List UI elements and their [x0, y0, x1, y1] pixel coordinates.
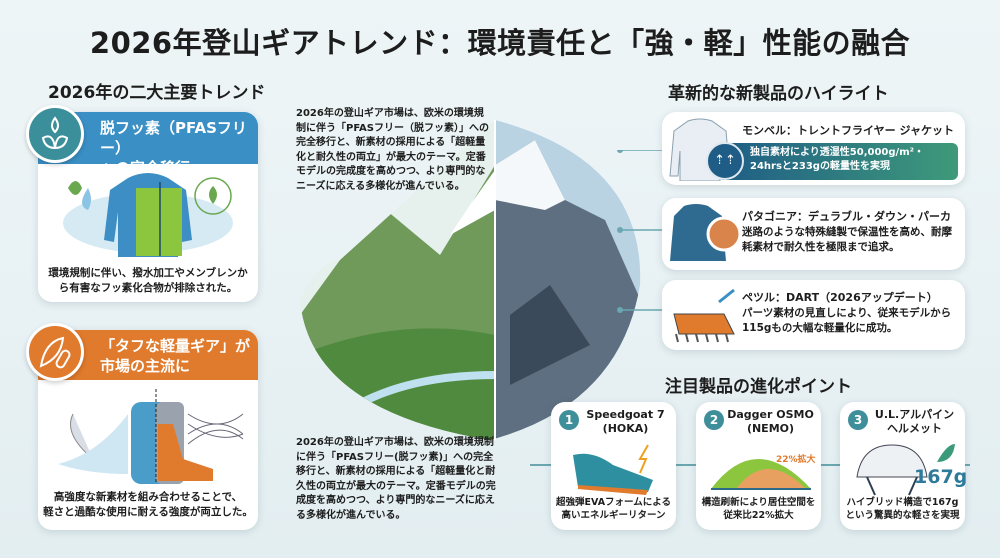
intro-paragraph-bottom: 2026年の登山ギア市場は、欧米の環境規制に伴う「PFASフリー(脱フッ素)」へ… — [296, 437, 496, 521]
trail-shoe-icon — [573, 444, 653, 495]
highlight-card-patagonia: パタゴニア：デュラブル・ダウン・パーカ 迷路のような特殊縫製で保温性を高め、耐摩… — [662, 198, 965, 270]
highlight-title: ペツル：DART（2026アップデート） — [742, 291, 938, 304]
point-title: U.L.アルパインヘルメット — [868, 408, 961, 436]
trend-caption: 高強度な新素材を組み合わせることで、 軽さと過酷な使用に耐える強度が両立した。 — [38, 490, 258, 520]
caption-line1: 環境規制に伴い、撥水加工やメンブレンか — [48, 267, 248, 279]
caption-line1: ハイブリッド構造で167g — [846, 497, 959, 508]
highlight-title: パタゴニア：デュラブル・ダウン・パーカ — [742, 210, 951, 223]
title-line1: Speedgoat 7 — [586, 408, 665, 421]
title-line1: U.L.アルパイン — [874, 408, 955, 421]
trend-title-line2: 市場の主流に — [100, 357, 191, 375]
point-card-helmet: 3 U.L.アルパインヘルメット 167g ハイブリッド構造で167g という驚異… — [840, 402, 968, 530]
trends-heading: 2026年の二大主要トレンド — [48, 83, 266, 103]
page-title: 2026年登山ギアトレンド：環境責任と「強・軽」性能の融合 — [89, 26, 911, 60]
points-heading: 注目製品の進化ポイント — [665, 377, 852, 397]
point-card-speedgoat: 1 Speedgoat 7(HOKA) 超強弾EVAフォームによる高いエネルギー… — [551, 402, 676, 530]
highlight-card-petzl: ペツル：DART（2026アップデート） パーツ素材の見直しにより、従来モデルか… — [662, 280, 965, 350]
green-jacket-illustration — [63, 173, 233, 257]
backpack-boot-illustration — [58, 389, 244, 484]
trend-title-line1: 「タフな軽量ギア」が — [100, 337, 251, 355]
trend-caption: 環境規制に伴い、撥水加工やメンブレンか ら有害なフッ素化合物が排除された。 — [38, 266, 258, 296]
point-card-dagger: 2 Dagger OSMO(NEMO) 22%拡大 構造刷新により居住空間を従来… — [696, 402, 821, 530]
highlight-text: パーツ素材の見直しにより、従来モデルから115gもの大幅な軽量化に成功。 — [742, 307, 952, 334]
intro-paragraph-top: 2026年の登山ギア市場は、欧米の環境規制に伴う「PFASフリー（脱フッ素）」へ… — [296, 108, 489, 192]
caption-line2: ら有害なフッ素化合物が排除された。 — [58, 282, 238, 294]
caption-line1: 構造刷新により居住空間を — [701, 497, 816, 508]
caption-line1: 超強弾EVAフォームによる — [556, 497, 671, 508]
point-number: 2 — [704, 410, 724, 430]
point-caption: 構造刷新により居住空間を従来比22%拡大 — [690, 496, 827, 522]
feather-carabiner-icon — [26, 323, 84, 381]
highlight-title: モンベル：トレントフライヤー ジャケット — [742, 124, 954, 137]
caption-line2: 従来比22%拡大 — [723, 510, 794, 521]
caption-line2: 高いエネルギーリターン — [561, 510, 666, 521]
title-line1: Dagger OSMO — [727, 408, 814, 421]
point-caption: ハイブリッド構造で167g という驚異的な軽さを実現 — [834, 496, 971, 522]
point-title: Speedgoat 7(HOKA) — [579, 408, 672, 436]
highlight-text: 迷路のような特殊縫製で保温性を高め、耐摩耗素材で耐久性を極限まで追求。 — [742, 226, 952, 253]
point-number: 1 — [559, 410, 579, 430]
highlight-text-banner: 独自素材により透湿性50,000g/m²・24hrsと233gの軽量性を実現 — [718, 143, 958, 180]
title-line2: ヘルメット — [887, 422, 942, 435]
highlights-heading: 革新的な新製品のハイライト — [668, 84, 889, 104]
crampon-icon — [673, 288, 735, 343]
title-line2: (NEMO) — [746, 422, 795, 435]
point-number: 3 — [848, 410, 868, 430]
space-increase-label: 22%拡大 — [776, 455, 816, 465]
down-parka-icon — [670, 204, 742, 261]
trend-title-line2: への完全移行 — [100, 159, 191, 177]
trend-card-pfas: 脱フッ素（PFASフリー） への完全移行 環境規制に伴い、撥水加工やメンブレンか… — [38, 112, 258, 302]
point-caption: 超強弾EVAフォームによる高いエネルギーリターン — [545, 496, 682, 522]
highlight-card-montbell: 独自素材により透湿性50,000g/m²・24hrsと233gの軽量性を実現 ⇡… — [662, 112, 965, 185]
caption-line1: 高強度な新素材を組み合わせることで、 — [53, 491, 243, 503]
leaf-drop-icon — [26, 105, 84, 163]
breathability-icon: ⇡⇡ — [706, 142, 744, 180]
caption-line2: という驚異的な軽さを実現 — [845, 510, 960, 521]
highlight-text: 独自素材により透湿性50,000g/m²・24hrsと233gの軽量性を実現 — [750, 147, 924, 172]
caption-line2: 軽さと過酷な使用に耐える強度が両立した。 — [43, 506, 253, 518]
connector-lines — [617, 150, 670, 313]
point-title: Dagger OSMO(NEMO) — [724, 408, 817, 436]
title-line2: (HOKA) — [602, 422, 649, 435]
weight-label: 167g — [914, 466, 968, 488]
tent-icon — [711, 459, 811, 490]
trend-title-line1: 脱フッ素（PFASフリー） — [100, 119, 247, 157]
helmet-icon — [856, 444, 955, 496]
